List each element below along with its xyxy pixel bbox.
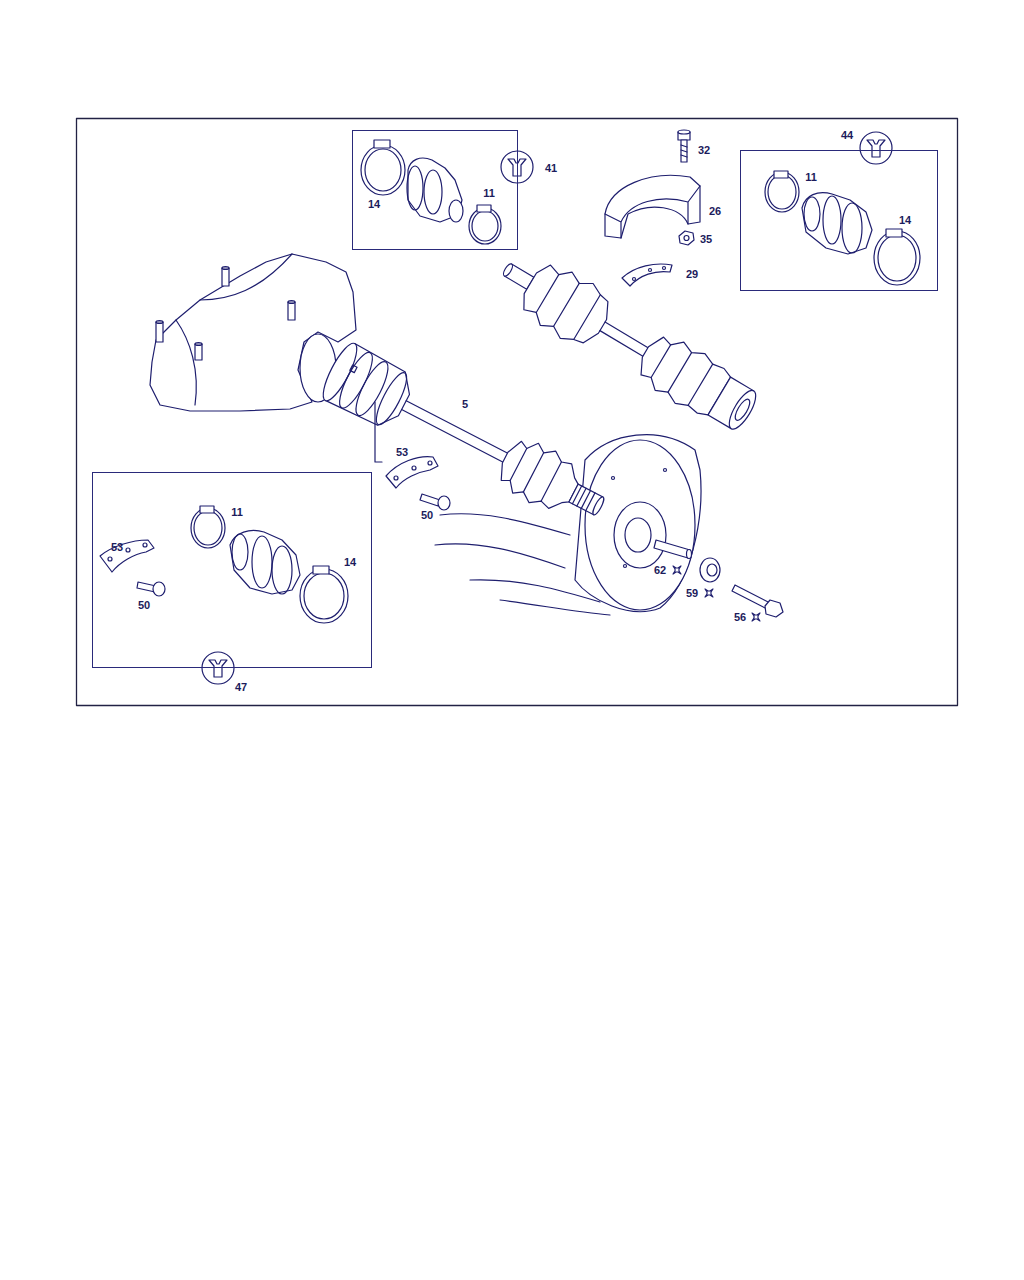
callout-number: 11: [231, 507, 243, 518]
callout-number: 59: [686, 588, 698, 599]
callout-number: 35: [700, 234, 712, 245]
callout-number: 29: [686, 269, 698, 280]
callout-number: 56: [734, 612, 746, 623]
callout-number: 47: [235, 682, 247, 693]
callout-number: 53: [396, 447, 408, 458]
inset-box: 1153145047: [92, 472, 372, 668]
callout-number: 32: [698, 145, 710, 156]
callout-number: 62: [654, 565, 666, 576]
callout-number: 53: [111, 542, 123, 553]
inset-box: 141141: [352, 130, 518, 250]
callout-number: 11: [483, 188, 495, 199]
callout-number: 14: [368, 199, 380, 210]
callout-number: 26: [709, 206, 721, 217]
inset-box: 441114: [740, 150, 938, 291]
callout-number: 5: [462, 399, 468, 410]
callout-number: 14: [344, 557, 356, 568]
callout-number: 11: [805, 172, 817, 183]
callout-number: 44: [841, 130, 853, 141]
callout-number: 14: [899, 215, 911, 226]
callout-number: 50: [138, 600, 150, 611]
callout-number: 50: [421, 510, 433, 521]
callout-number: 41: [545, 163, 557, 174]
